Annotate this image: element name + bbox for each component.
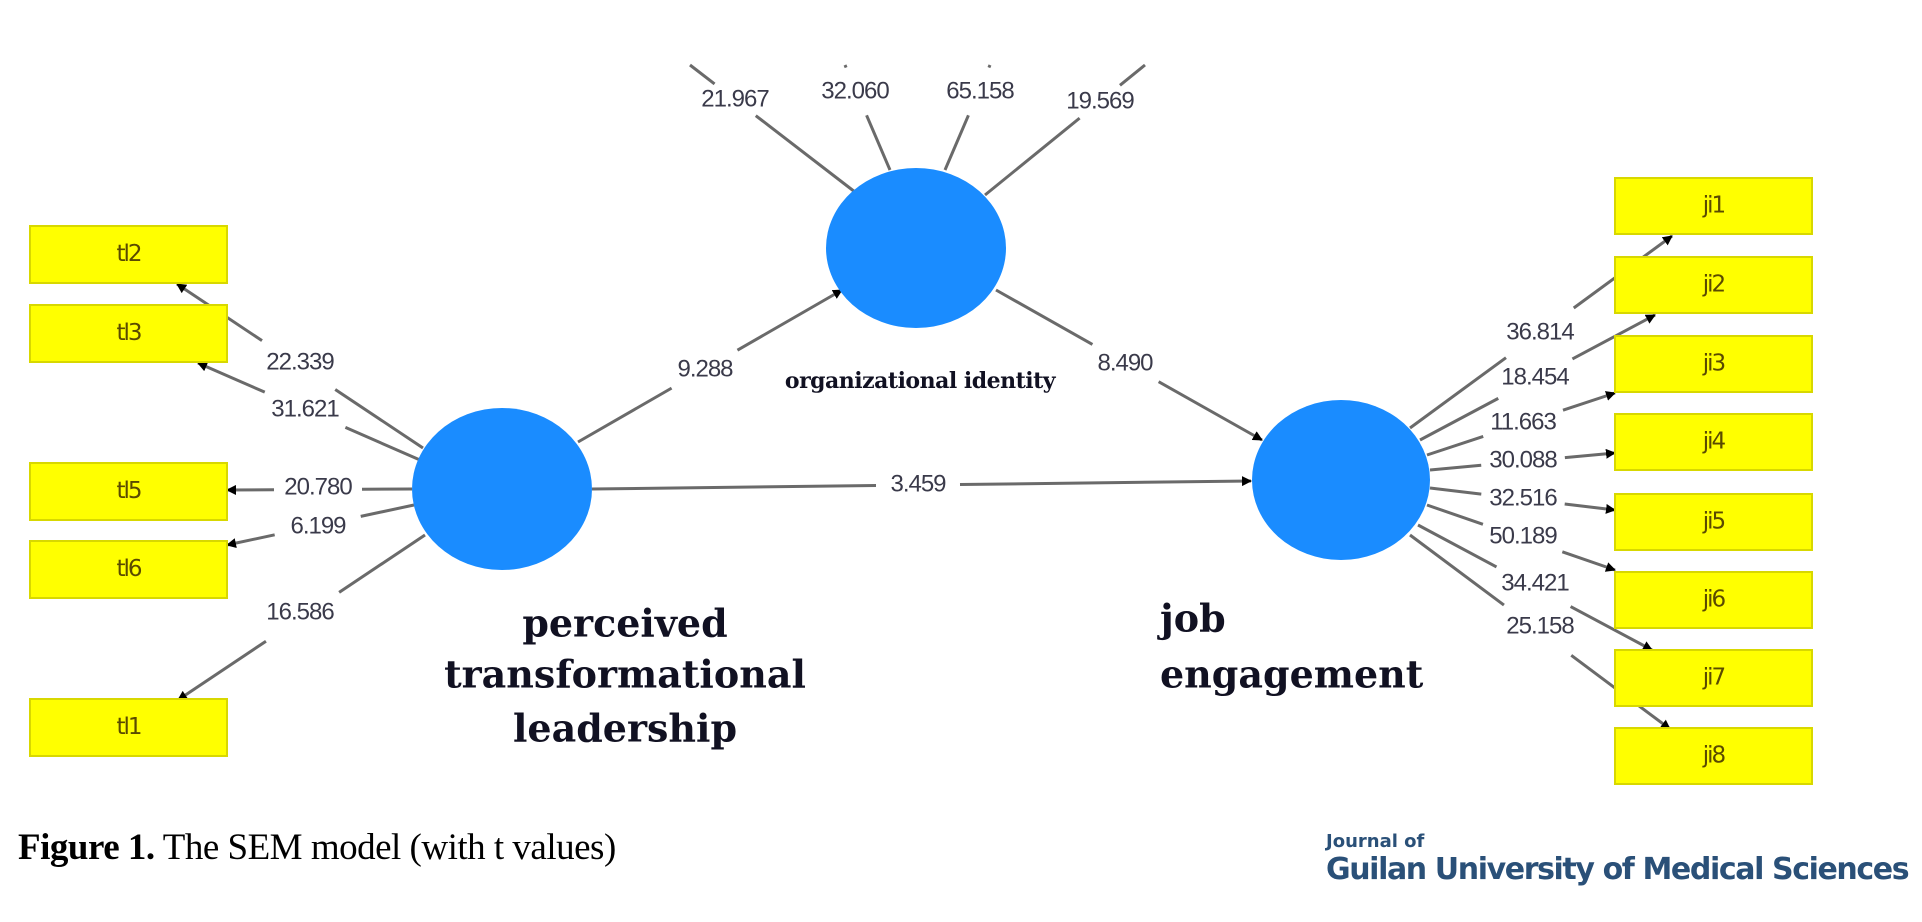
journal-logo-line2: Guilan University of Medical Sciences [1326, 852, 1910, 887]
indicator-box-ji2 [1614, 256, 1813, 314]
path-oi-je-seg2 [1157, 380, 1263, 442]
indicator-box-tl1 [29, 698, 228, 757]
t-value-ji6: 50.189 [1489, 522, 1557, 549]
indicator-box-ji5 [1614, 493, 1813, 551]
je-loading-edge-ji7-seg2 [1569, 605, 1653, 652]
figure-caption: Figure 1. The SEM model (with t values) [18, 826, 616, 869]
oi-loading-edge-3-seg2 [987, 64, 992, 69]
indicator-label-ji1: ji1 [1702, 193, 1725, 219]
t-value-ji8: 25.158 [1506, 612, 1574, 639]
t-value-ji2: 18.454 [1501, 363, 1569, 390]
latent-node-organizational-identity [826, 168, 1006, 328]
ptl-loading-edge-tl1-seg2 [177, 639, 267, 702]
t-value-ji1: 36.814 [1506, 318, 1574, 345]
oi-loading-edge-3-seg1 [943, 114, 970, 171]
oi-loading-edge-4-seg1 [984, 116, 1081, 197]
je-loading-edge-ji1-seg1 [1409, 356, 1507, 430]
path-ptl-je-seg2 [959, 476, 1252, 487]
t-value-tl3: 31.621 [271, 395, 339, 422]
je-loading-edge-ji3-seg1 [1426, 435, 1484, 457]
t-value-tl2: 22.339 [266, 348, 334, 375]
je-loading-edge-ji2-seg2 [1571, 313, 1656, 361]
latent-label-organizational-identity: organizational identity [785, 368, 1057, 394]
indicator-label-ji6: ji6 [1702, 587, 1726, 613]
je-loading-edge-ji5-seg1 [1429, 486, 1482, 496]
t-value-ji4: 30.088 [1489, 446, 1557, 473]
figure-label: Figure 1. [18, 827, 155, 868]
latent-node-job-engagement [1252, 400, 1430, 560]
t-value-tl5: 20.780 [284, 473, 352, 500]
caption-text: The SEM model (with t values) [154, 827, 617, 868]
latent-label-ptl-line-1: perceived [522, 601, 727, 646]
latent-label-je-line-1: job [1157, 596, 1226, 641]
oi-loading-edge-4-seg2 [1119, 63, 1146, 87]
je-loading-edge-ji2-seg1 [1419, 397, 1499, 442]
journal-logo: Journal of Guilan University of Medical … [1326, 831, 1910, 888]
indicator-label-ji2: ji2 [1702, 272, 1725, 298]
latent-label-ptl-line-3: leadership [513, 706, 737, 751]
indicator-label-ji7: ji7 [1702, 665, 1725, 691]
je-loading-edge-ji5-seg2 [1564, 502, 1616, 514]
ptl-loading-edge-tl6-seg1 [360, 503, 415, 518]
oi-loading-edge-1-seg2 [689, 63, 716, 86]
latent-label-ptl-line-2: transformational [444, 652, 806, 697]
indicator-box-tl2 [29, 225, 228, 284]
indicator-box-tl3 [29, 304, 228, 363]
t-value-tl1: 16.586 [266, 598, 334, 625]
indicator-box-tl5 [29, 462, 228, 521]
journal-logo-line1: Journal of [1326, 831, 1425, 852]
oi-t-value-3: 65.158 [946, 77, 1014, 104]
latent-label-je-line-2: engagement [1160, 652, 1424, 697]
ptl-loading-edge-tl1-seg1 [338, 533, 426, 594]
je-loading-edge-ji4-seg2 [1564, 448, 1616, 460]
je-loading-edge-ji3-seg2 [1562, 391, 1616, 412]
path-ptl-oi-seg2 [736, 288, 843, 352]
indicator-label-ji3: ji3 [1702, 351, 1725, 377]
je-loading-edge-ji4-seg1 [1429, 463, 1482, 472]
oi-t-value-1: 21.967 [701, 85, 769, 112]
indicator-label-tl5: tl5 [116, 478, 140, 504]
indicator-label-tl3: tl3 [116, 320, 140, 346]
edges-layer [176, 63, 1673, 731]
indicator-label-tl1: tl1 [116, 714, 140, 740]
oi-loading-edge-2-seg1 [865, 114, 892, 171]
indicator-box-ji1 [1614, 177, 1813, 235]
indicator-label-tl6: tl6 [116, 556, 141, 582]
indicator-label-ji5: ji5 [1702, 509, 1725, 535]
indicator-label-ji8: ji8 [1702, 743, 1726, 769]
indicator-box-ji3 [1614, 335, 1813, 393]
indicator-box-ji8 [1614, 727, 1813, 785]
oi-t-value-2: 32.060 [821, 77, 889, 104]
indicator-box-ji6 [1614, 571, 1813, 629]
latent-node-perceived-transformational-leadership [412, 408, 592, 570]
je-loading-edge-ji8-seg1 [1409, 533, 1505, 607]
ptl-loading-edge-tl2-seg1 [334, 388, 424, 450]
t-value-ji5: 32.516 [1489, 484, 1557, 511]
path-t-value-oi-je: 8.490 [1097, 349, 1153, 376]
nodes-layer [29, 168, 1813, 785]
oi-loading-edge-1-seg1 [754, 114, 856, 194]
ptl-loading-edge-tl6-seg2 [226, 533, 275, 549]
t-value-tl6: 6.199 [290, 512, 346, 539]
path-t-value-ptl-je: 3.459 [890, 470, 946, 497]
path-ptl-oi-seg1 [577, 386, 673, 444]
oi-loading-edge-2-seg2 [843, 64, 848, 69]
indicator-label-tl2: tl2 [116, 241, 140, 267]
oi-t-value-4: 19.569 [1066, 87, 1134, 114]
t-value-ji3: 11.663 [1490, 408, 1556, 435]
ptl-loading-edge-tl3-seg2 [197, 361, 266, 394]
path-ptl-je-seg1 [591, 484, 877, 491]
indicator-box-ji4 [1614, 413, 1813, 471]
t-value-ji7: 34.421 [1501, 569, 1569, 596]
indicator-box-tl6 [29, 540, 228, 599]
je-loading-edge-ji6-seg1 [1426, 503, 1484, 526]
je-loading-edge-ji7-seg1 [1417, 523, 1498, 569]
labels-layer: tl2 22.339 tl3 31.621 tl5 20.780 tl6 6.199 tl1 16… [116, 77, 1727, 769]
ptl-loading-edge-tl3-seg1 [344, 426, 421, 462]
je-loading-edge-ji6-seg2 [1561, 550, 1616, 572]
indicator-label-ji4: ji4 [1702, 429, 1726, 455]
indicator-box-ji7 [1614, 649, 1813, 707]
path-oi-je-seg1 [995, 288, 1094, 346]
path-t-value-ptl-oi: 9.288 [677, 355, 733, 382]
